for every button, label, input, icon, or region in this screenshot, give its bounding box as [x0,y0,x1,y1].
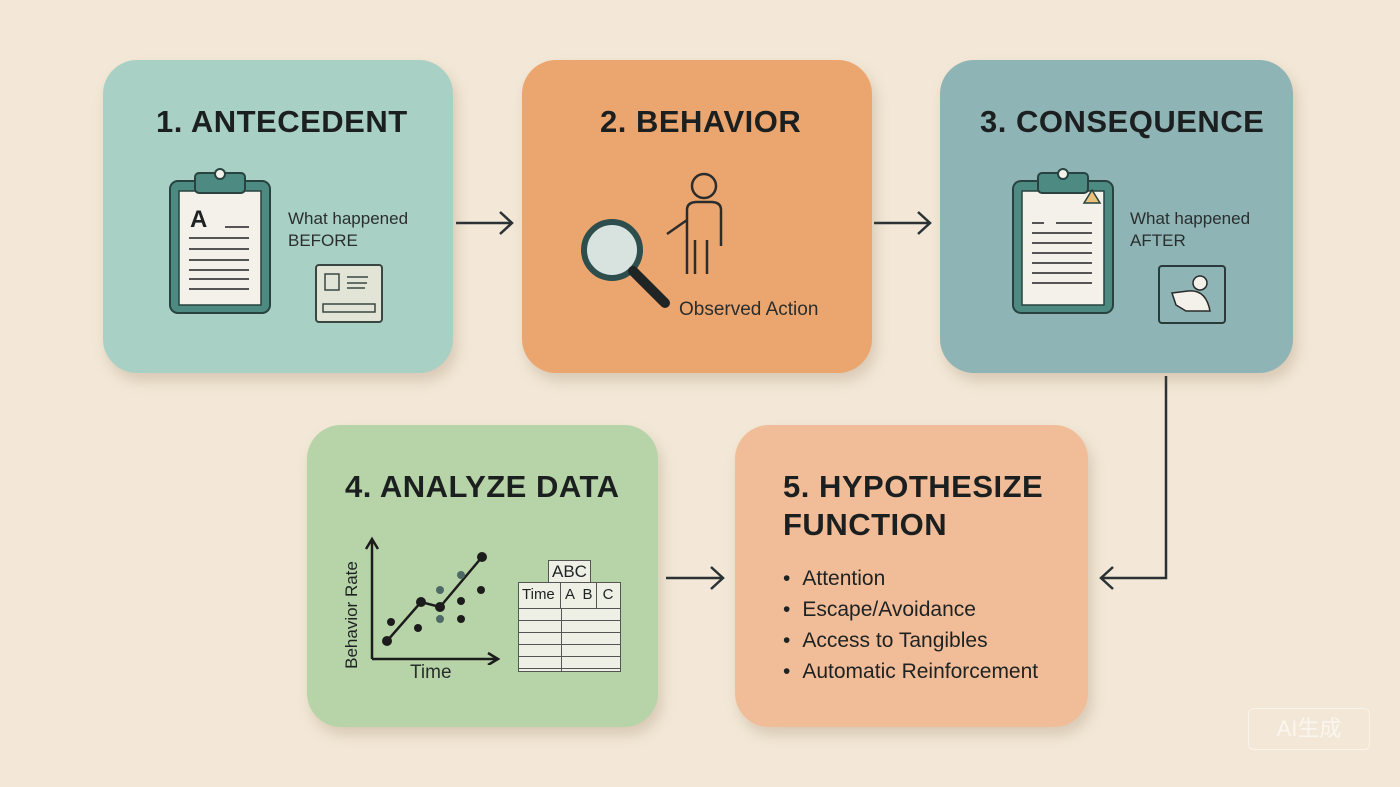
step-hypothesize-function-card: 5. HYPOTHESIZE FUNCTION Attention Escape… [735,425,1088,727]
step-title: 2. BEHAVIOR [600,104,802,139]
step-title: 3. CONSEQUENCE [980,104,1265,139]
caption: Observed Action [679,299,819,320]
caption-line-1: What happened [288,209,409,228]
clipboard-warning-icon [1012,168,1114,314]
function-item: Automatic Reinforcement [783,656,1038,687]
clipboard-icon [169,168,271,314]
magnifier-icon [581,219,670,308]
step-title-line-1: 5. HYPOTHESIZE [783,469,1044,504]
step-title: 1. ANTECEDENT [156,104,408,139]
y-axis-label: Behavior Rate [342,561,361,669]
caption-line-2: BEFORE [288,231,358,250]
scatter-chart-icon [364,536,501,665]
table-header: C [602,586,614,603]
arrow-4-to-5 [666,566,725,590]
watermark: AI生成 [1248,708,1370,750]
waving-person-icon [1158,265,1226,324]
x-axis-label: Time [410,662,452,683]
table-header: B [579,583,597,608]
table-header: A [564,586,575,603]
step-behavior-card: 2. BEHAVIOR Observed Action [522,60,872,373]
arrow-3-to-5 [1099,376,1168,590]
person-icon [666,172,723,274]
arrow-2-to-3 [874,211,932,235]
function-item: Escape/Avoidance [783,594,1038,625]
function-list: Attention Escape/Avoidance Access to Tan… [783,563,1038,687]
function-item: Access to Tangibles [783,625,1038,656]
caption-line-1: What happened [1130,209,1251,228]
scene-icon [315,264,383,323]
abc-table: Time A B C [518,582,621,672]
clipboard-letter: A [190,206,208,233]
function-item: Attention [783,563,1038,594]
step-antecedent-card: 1. ANTECEDENT A What happened BEFORE [103,60,453,373]
step-title: 4. ANALYZE DATA [345,469,620,504]
step-analyze-data-card: 4. ANALYZE DATA Behavior Rate Time ABC T… [307,425,658,727]
abc-table-tab: ABC [548,560,591,583]
caption-line-2: AFTER [1130,231,1186,250]
table-header: Time [519,583,561,608]
arrow-1-to-2 [456,211,514,235]
step-title-line-2: FUNCTION [783,507,948,542]
step-consequence-card: 3. CONSEQUENCE What happened AFTER [940,60,1293,373]
